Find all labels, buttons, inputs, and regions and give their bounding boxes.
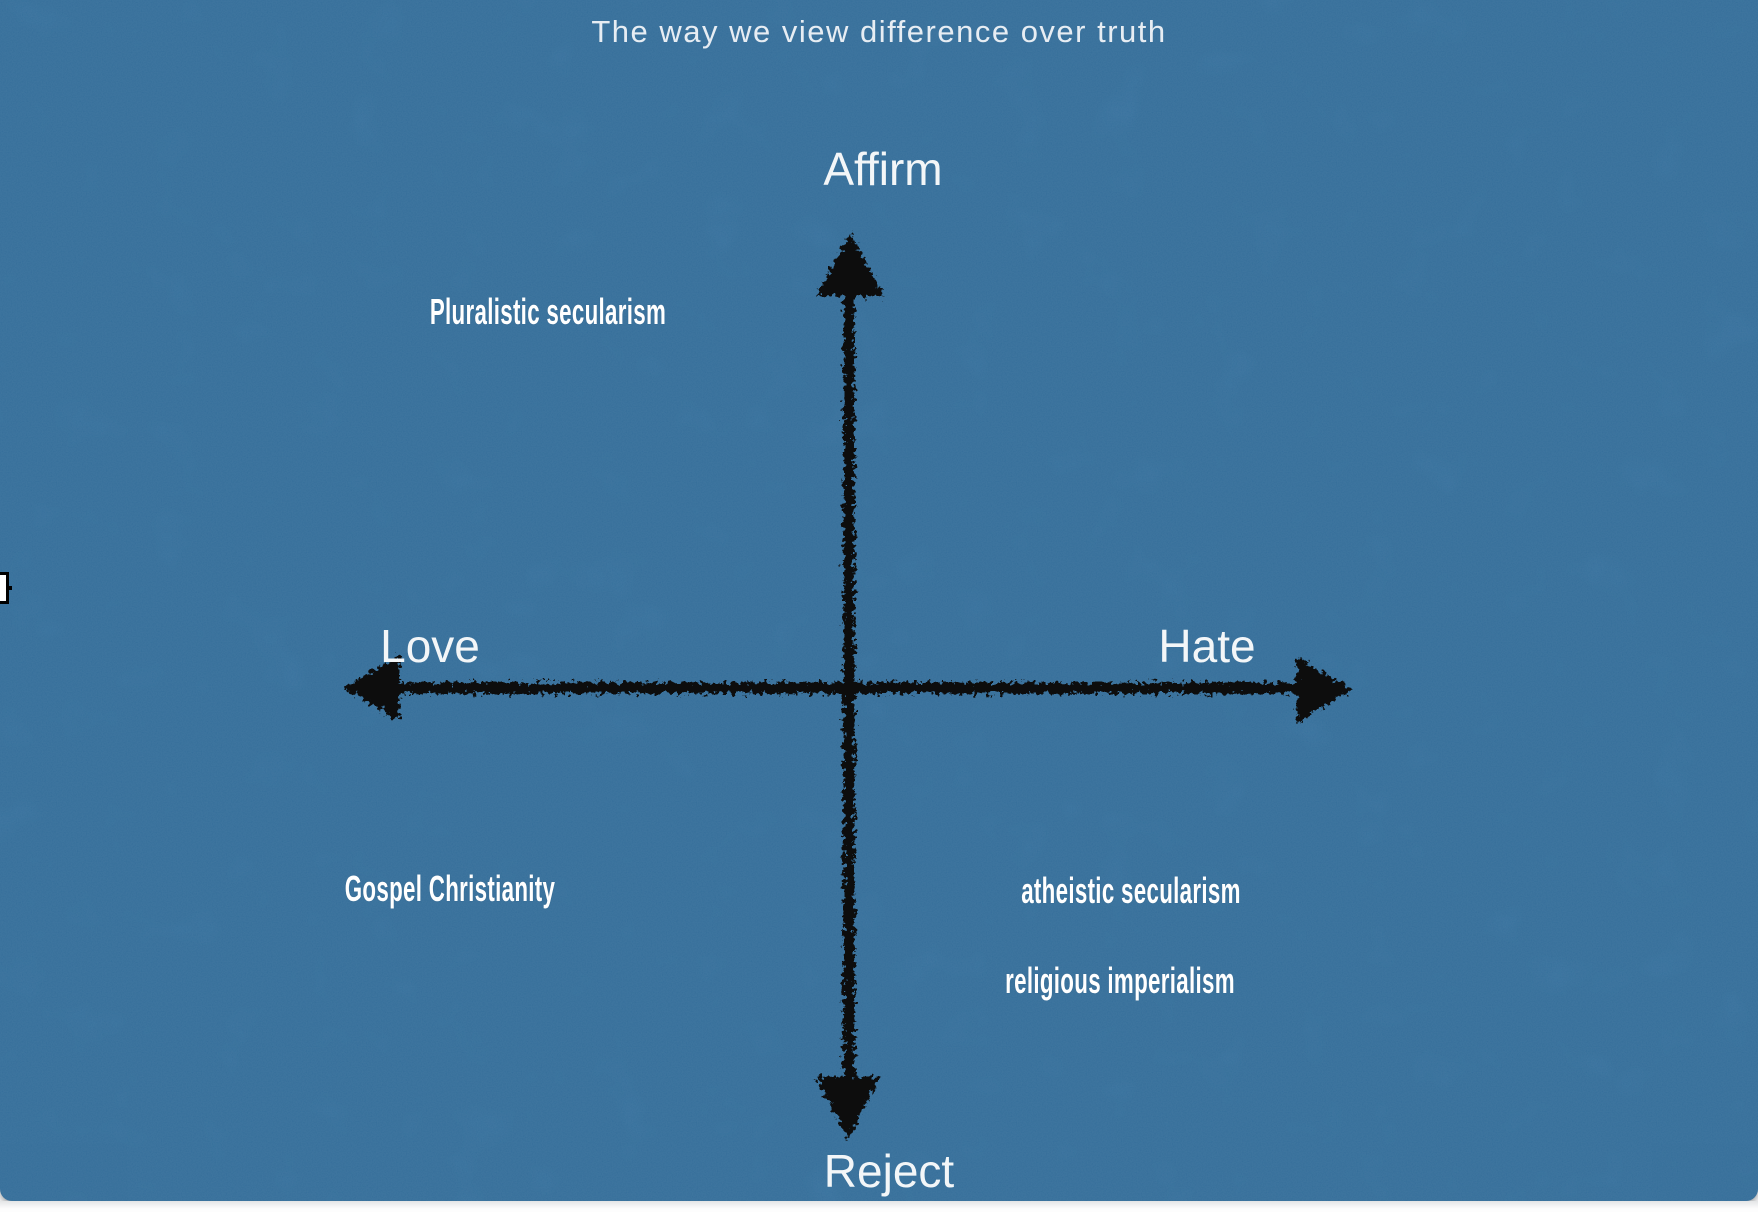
axis-label-reject: Reject (823, 1145, 955, 1197)
quadrant-label-gospel-christianity: Gospel Christianity (344, 868, 556, 909)
arrowhead-right-icon (1296, 657, 1352, 723)
quadrant-label-atheistic-secularism: atheistic secularism (1021, 870, 1241, 911)
axis-label-affirm: Affirm (823, 143, 943, 195)
arrowhead-down-icon (815, 1076, 881, 1140)
slide-bottom-edge (0, 1201, 1758, 1212)
slide-title: The way we view difference over truth (591, 14, 1167, 49)
offscreen-window-fragment[interactable] (0, 572, 12, 604)
axis-label-hate: Hate (1158, 620, 1256, 672)
arrowhead-left-icon (342, 655, 400, 721)
axis-label-love: Love (380, 620, 480, 672)
quadrant-label-religious-imperialism: religious imperialism (1005, 960, 1235, 1001)
arrowhead-up-icon (815, 232, 885, 297)
quadrant-label-pluralistic-secularism: Pluralistic secularism (429, 291, 667, 332)
